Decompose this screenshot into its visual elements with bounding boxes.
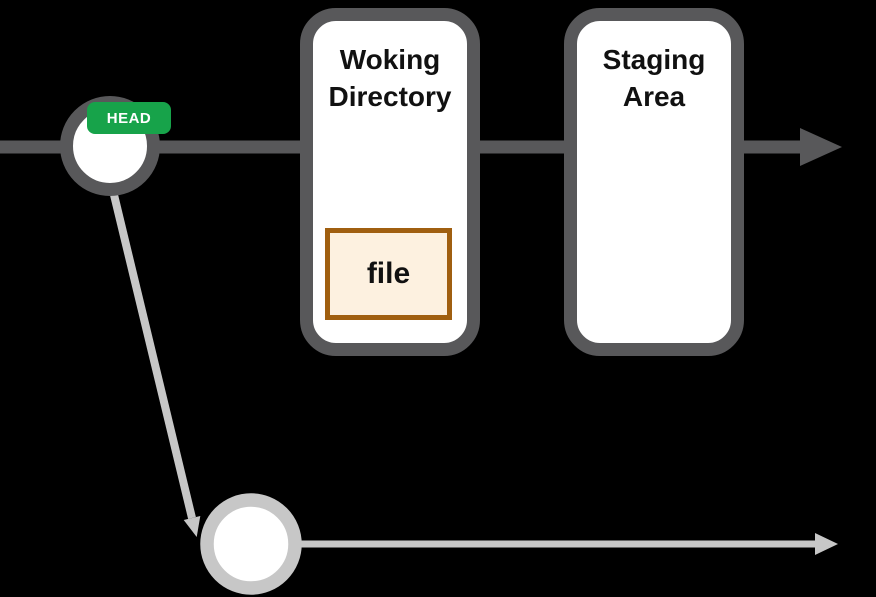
branch-timeline-arrowhead-icon [815, 533, 838, 555]
staging-area-box: Staging Area [564, 8, 744, 356]
branch-line [104, 169, 196, 519]
staging-area-title: Staging Area [602, 44, 706, 112]
file-label: file [366, 257, 411, 290]
working-directory-title: Woking Directory [328, 44, 452, 112]
main-timeline-arrowhead-icon [800, 128, 842, 166]
branch-line-arrowhead-icon [183, 516, 201, 537]
file-box: file [325, 228, 452, 320]
head-badge: HEAD [87, 102, 171, 134]
branch-commit-node [200, 493, 302, 595]
